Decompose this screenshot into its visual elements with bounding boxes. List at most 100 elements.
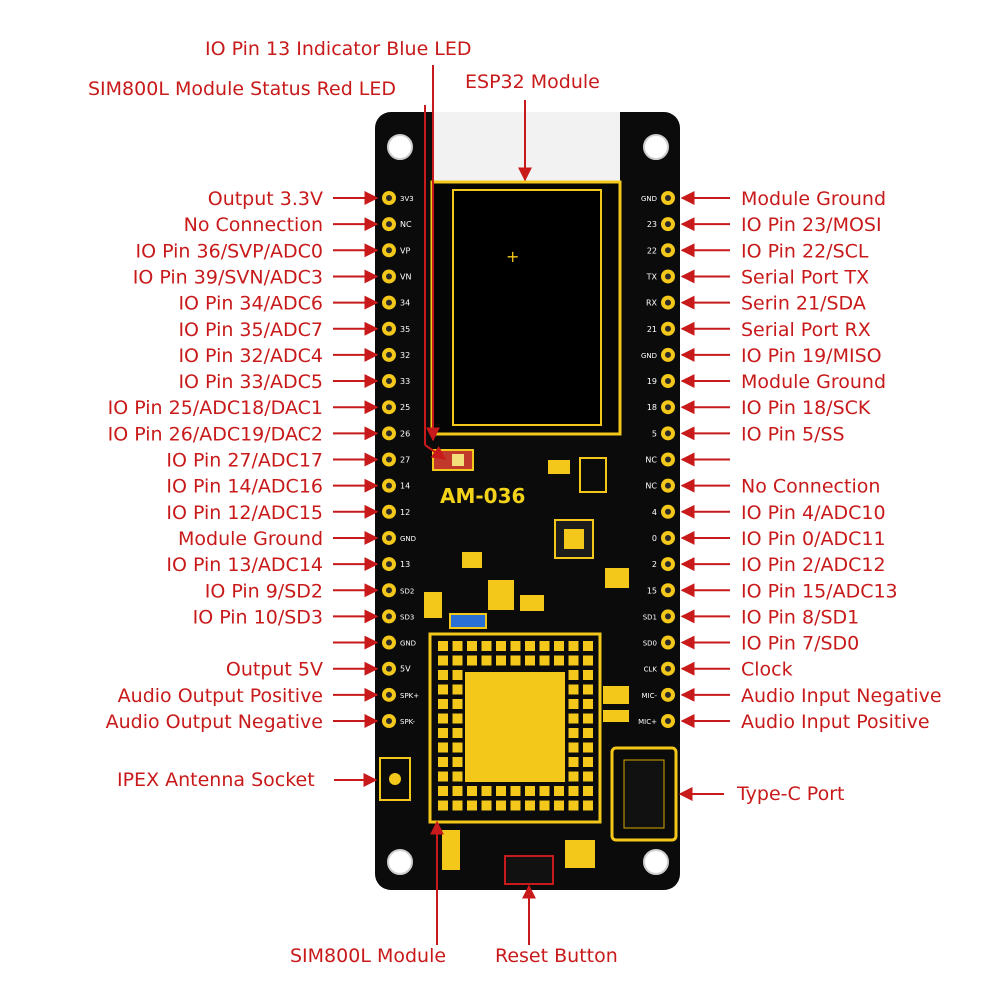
sim800l-pad [467, 786, 477, 796]
left-pin-hole [386, 456, 392, 463]
sim800l-pad [481, 641, 492, 651]
left-pin-label: IO Pin 35/ADC7 [178, 319, 323, 341]
right-pin-silkscreen: 15 [647, 586, 657, 595]
right-pin-hole [665, 665, 671, 672]
left-pin-label: No Connection [184, 214, 323, 236]
left-pin-label: IO Pin 27/ADC17 [166, 450, 323, 472]
left-pin-label: IO Pin 34/ADC6 [178, 293, 323, 315]
left-pin-hole [386, 273, 392, 280]
sim800l-pad [481, 655, 492, 666]
left-pin-label: IO Pin 9/SD2 [205, 580, 323, 602]
left-pin-hole [386, 718, 392, 724]
sim800l-pad [452, 655, 463, 666]
sim800l-pad [438, 670, 448, 680]
left-pin-hole [386, 299, 392, 306]
right-pin-label: IO Pin 8/SD1 [741, 606, 859, 628]
right-pin-hole [665, 404, 671, 411]
right-pin-hole [665, 221, 671, 228]
right-pin-label: No Connection [741, 476, 880, 498]
sim800l-pad [496, 786, 506, 796]
right-pin-label: IO Pin 5/SS [741, 423, 845, 445]
sim800l-pad [583, 786, 593, 796]
sim800l-pad [539, 655, 550, 666]
right-pin-silkscreen: SD0 [643, 640, 657, 648]
left-pin-label: IO Pin 10/SD3 [193, 606, 323, 628]
status-led-red-window [452, 454, 464, 466]
sim800l-pad [554, 800, 564, 811]
right-pin-label: IO Pin 23/MOSI [741, 214, 882, 236]
sim800l-pad [452, 684, 463, 695]
right-pin-silkscreen: 4 [652, 508, 657, 517]
reset-button[interactable] [504, 855, 554, 885]
sim800l-pad [554, 641, 564, 651]
mounting-hole-bottom-right [643, 849, 669, 875]
left-pin-silkscreen: VN [400, 272, 411, 281]
right-pin-label: Serial Port TX [741, 266, 869, 288]
right-pin-silkscreen: CLK [644, 666, 658, 674]
sim800l-pad [496, 655, 506, 666]
sim800l-pad [583, 742, 593, 753]
sim800l-pad [438, 728, 448, 738]
left-pin-hole [386, 665, 392, 672]
right-pin-hole [665, 456, 671, 463]
sim800l-pad [568, 786, 579, 796]
left-pin-hole [386, 325, 392, 332]
sim800l-pad [568, 670, 579, 680]
left-pin-label: IO Pin 26/ADC19/DAC2 [108, 423, 323, 445]
smd-component [488, 580, 514, 610]
sim800l-pad [481, 800, 492, 811]
sim800l-pad [438, 699, 448, 709]
right-pin-hole [665, 534, 671, 541]
right-pin-label: Audio Input Positive [741, 711, 930, 733]
sim800l-pad [525, 786, 535, 796]
left-pin-silkscreen: 33 [400, 377, 410, 386]
left-pin-silkscreen: 26 [400, 429, 410, 438]
smd-component [605, 568, 629, 588]
right-pin-label: IO Pin 2/ADC12 [741, 554, 886, 576]
callout-red-led: SIM800L Module Status Red LED [88, 78, 447, 460]
blue-led [449, 613, 487, 629]
right-pin-hole [665, 718, 671, 724]
left-pin-silkscreen: SPK+ [400, 692, 419, 700]
left-pin-hole [386, 587, 392, 594]
left-pin-label: IO Pin 36/SVP/ADC0 [136, 240, 323, 262]
right-pin-label: Clock [741, 659, 793, 681]
smd-component [548, 460, 570, 474]
right-pin-label: IO Pin 22/SCL [741, 240, 869, 262]
sim800l-pad [496, 641, 506, 651]
sim800l-pad [496, 800, 506, 811]
right-pin-silkscreen: 5 [652, 429, 657, 438]
left-pin-label: IO Pin 13/ADC14 [166, 554, 323, 576]
sim800l-pad [583, 757, 593, 767]
right-pin-hole [665, 508, 671, 515]
left-pin-label: IO Pin 32/ADC4 [178, 345, 323, 367]
sim800l-pad [438, 771, 448, 782]
right-pin-hole [665, 561, 671, 568]
sim800l-pad [583, 641, 593, 651]
sim800l-pad [583, 728, 593, 738]
right-pin-hole [665, 247, 671, 254]
callout-reset: Reset Button [495, 884, 618, 967]
right-pin-hole [665, 378, 671, 385]
sim800l-pad [568, 742, 579, 753]
sim800l-pad [525, 655, 535, 666]
right-pin-silkscreen: MIC+ [638, 718, 657, 726]
esp32-mark-icon: + [506, 247, 519, 266]
left-pin-header: 3V3NCVPVN343532332526271412GND13SD2SD3GN… [382, 191, 419, 728]
callout-ipex: IPEX Antenna Socket [117, 769, 378, 791]
right-pin-label: IO Pin 15/ADC13 [741, 580, 898, 602]
sim800l-center-pad [465, 672, 565, 782]
sim800l-pad [467, 800, 477, 811]
right-pin-silkscreen: 0 [652, 534, 657, 543]
left-pin-silkscreen: SPK- [400, 718, 416, 726]
callout-esp32: ESP32 Module [465, 71, 600, 182]
sim800l-pad [438, 786, 448, 796]
left-pin-hole [386, 639, 392, 646]
right-pin-silkscreen: TX [646, 272, 658, 281]
left-pin-silkscreen: 35 [400, 325, 410, 334]
left-pin-hole [386, 378, 392, 385]
right-pin-hole [665, 613, 671, 620]
